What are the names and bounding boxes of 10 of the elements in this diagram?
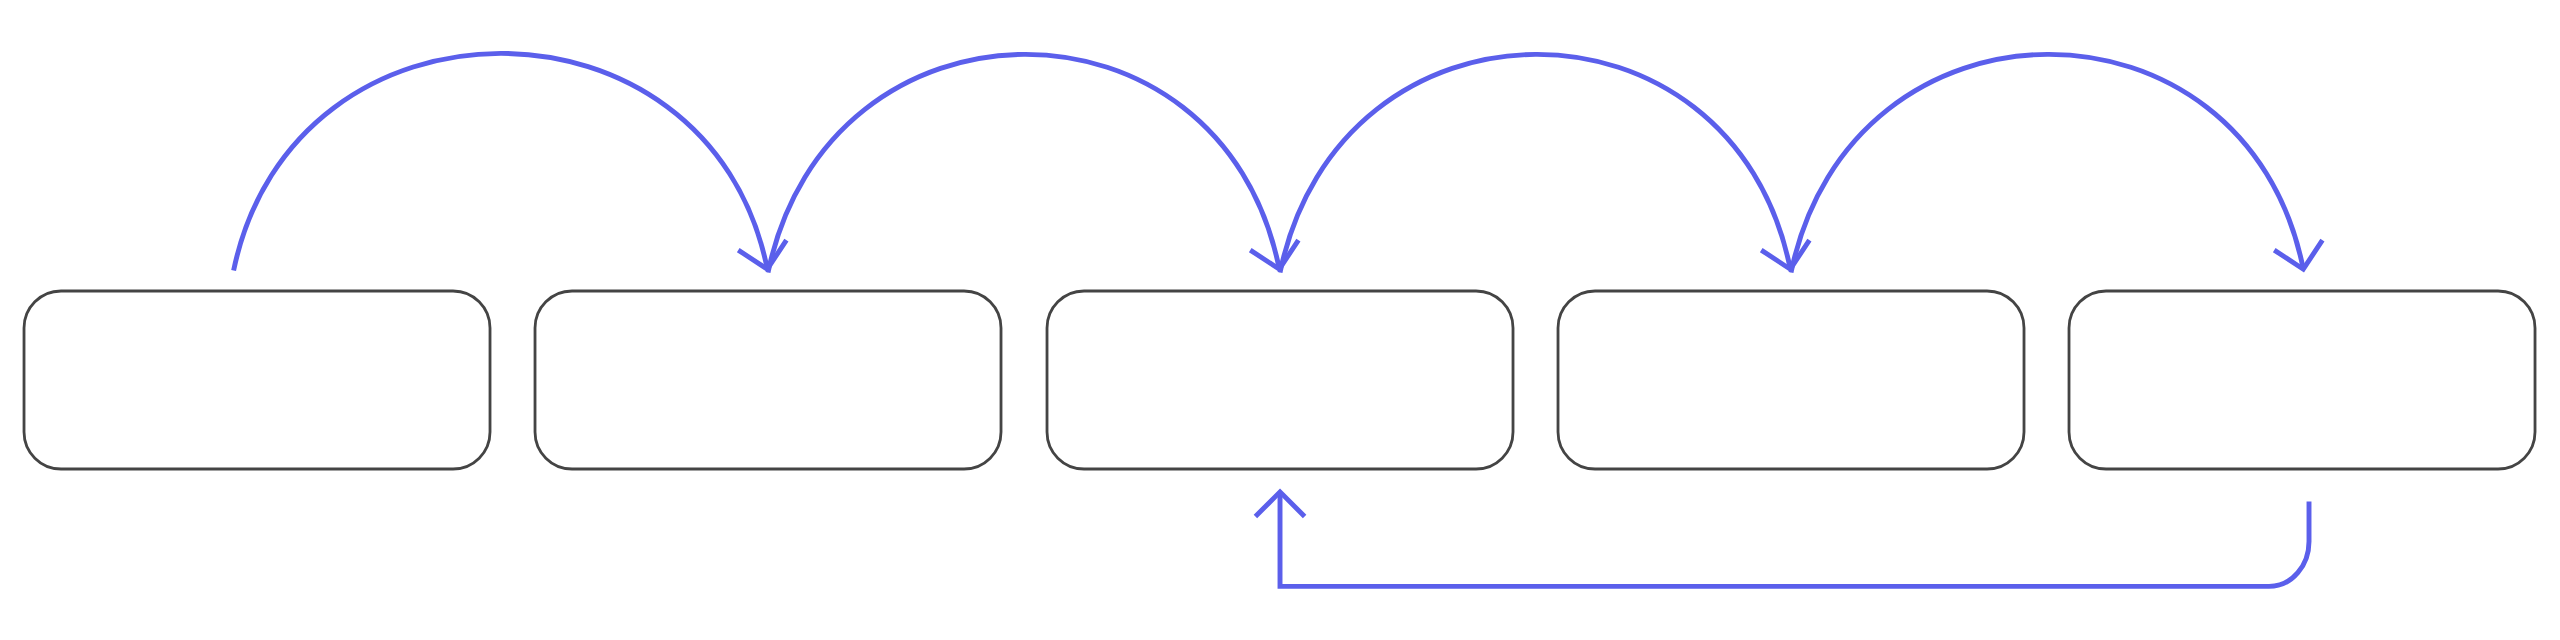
process-box (22, 289, 492, 471)
process-box (1045, 289, 1515, 471)
arrow (1253, 488, 2312, 589)
process-box (533, 289, 1003, 471)
arrow (1788, 52, 2325, 274)
process-box (1556, 289, 2026, 471)
arrow (231, 51, 789, 273)
arrow (765, 52, 1301, 274)
process-box (2067, 289, 2537, 471)
arrow (1277, 52, 1812, 274)
